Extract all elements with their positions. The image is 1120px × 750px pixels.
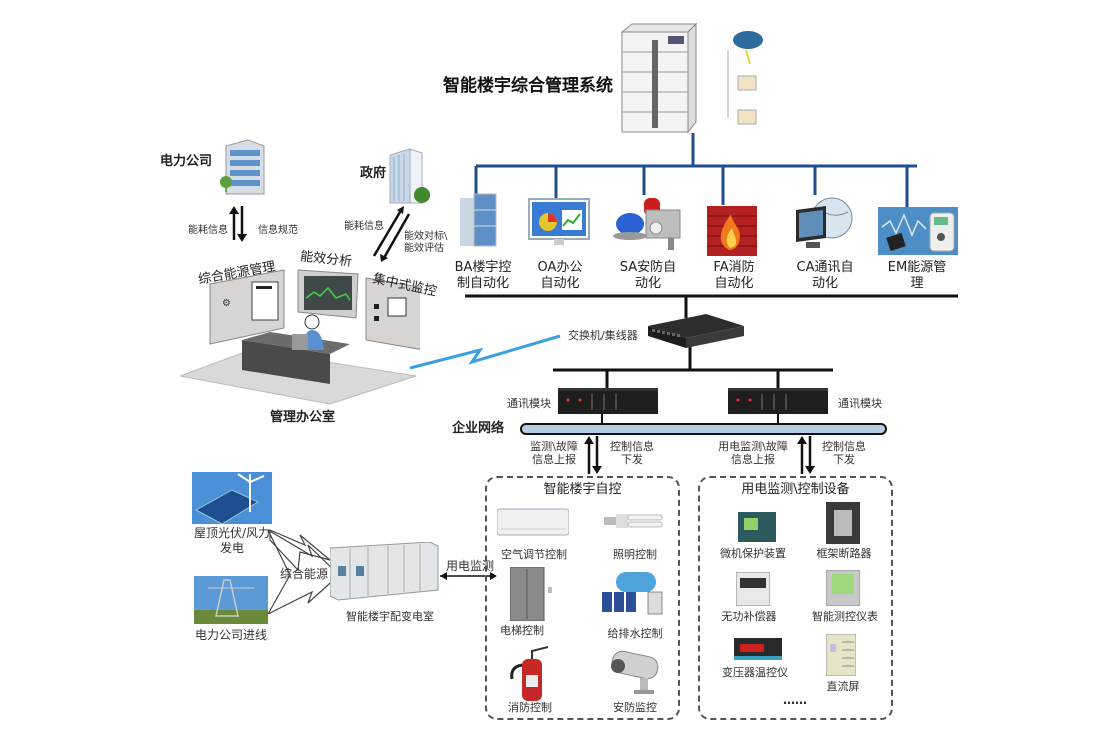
power-down-label: 信息规范 (258, 225, 298, 236)
power-up-label: 能耗信息 (188, 225, 228, 236)
subsystem-ca-label: CA通讯自动化 (796, 260, 854, 291)
comm-module-right-icon (728, 386, 828, 414)
government-building-icon (384, 145, 432, 205)
grid-arrow-edge (267, 575, 339, 615)
power-item-label: 智能测控仪表 (812, 610, 878, 623)
air-conditioner-icon (497, 507, 569, 537)
building-wireframe-icon (618, 22, 698, 134)
system-title: 智能楼宇综合管理系统 (443, 76, 613, 96)
combined-energy-label: 综合能源 (280, 567, 329, 581)
comm-module-left-icon (558, 386, 658, 414)
cctv-camera-icon (606, 650, 664, 696)
power-item-label: 框架断路器 (816, 547, 872, 560)
enterprise-network-bar (520, 423, 887, 435)
power-company-building-icon (218, 138, 268, 196)
management-office-illustration: ⚙ (180, 258, 420, 408)
auto-control-box (485, 476, 680, 720)
sa-security-camera-icon (612, 194, 686, 250)
power-item-label: 微机保护装置 (720, 547, 786, 560)
monitor-link-label: 用电监测 (446, 559, 495, 573)
gov-down-label-line2: 能效评估 (404, 243, 444, 254)
auto-item-label: 消防控制 (508, 701, 552, 714)
em-energy-meter-icon (878, 207, 958, 255)
subsystem-fa-label: FA消防自动化 (713, 260, 755, 291)
auto-item-label: 电梯控制 (500, 624, 544, 637)
wireless-link-lightning (409, 334, 561, 370)
network-switch-icon (646, 312, 746, 350)
auto-item-label: 给排水控制 (607, 627, 663, 640)
substation-switchgear-icon (330, 542, 440, 602)
solar-wind-icon (192, 472, 272, 524)
power-grid-tower-icon (194, 576, 268, 624)
auto-item-label: 照明控制 (613, 548, 657, 561)
auto-item-label: 空气调节控制 (501, 548, 567, 561)
power-item-label: 无功补偿器 (721, 610, 777, 623)
solar-arrow-edge (267, 529, 339, 575)
auto-item-label: 安防监控 (613, 701, 657, 714)
power-monitor-title: 用电监测\控制设备 (741, 482, 850, 497)
office-title: 管理办公室 (270, 410, 336, 425)
right-up-arrowhead (797, 436, 807, 444)
power-item-label: 直流屏 (826, 680, 860, 693)
monitor-link-right-arrowhead (490, 572, 497, 580)
light-bulb-icon (602, 510, 664, 532)
gov-up-arrowhead (397, 206, 404, 214)
right-down-label: 控制信息下发 (822, 440, 866, 466)
power-monitor-box (698, 476, 893, 720)
energy-arrow-inner (267, 529, 291, 615)
solar-wind-label: 屋顶光伏/风力发电 (193, 526, 271, 555)
government-label: 政府 (360, 166, 387, 181)
gov-up-arrow-shaft (372, 211, 402, 257)
left-down-arrowhead (592, 466, 602, 474)
oa-monitor-chart-icon (528, 198, 590, 248)
switch-label: 交换机/集线器 (568, 329, 638, 342)
power-company-label: 电力公司 (160, 154, 213, 169)
left-down-label: 控制信息下发 (610, 440, 654, 466)
svg-text:⚙: ⚙ (222, 298, 231, 309)
subsystem-sa-label: SA安防自动化 (619, 260, 677, 291)
right-up-label: 用电监测\故障信息上报 (718, 440, 788, 466)
gov-down-arrow-shaft (382, 213, 411, 259)
substation-label: 智能楼宇配变电室 (346, 610, 434, 623)
subsystem-em-label: EM能源管理 (887, 260, 947, 291)
fire-extinguisher-icon (506, 645, 554, 703)
cloud-network-icon (726, 28, 766, 132)
subsystem-ba-label: BA楼宇控制自动化 (454, 260, 512, 291)
dc-panel-icon (826, 634, 856, 676)
power-item-label: 变压器温控仪 (722, 666, 788, 679)
grid-in-label: 电力公司进线 (194, 628, 267, 642)
more-items-ellipsis: …… (783, 693, 807, 707)
gov-down-label-line1: 能效对标\ (404, 231, 448, 242)
power-down-arrowhead (237, 234, 247, 242)
enterprise-network-label: 企业网络 (452, 421, 505, 436)
gov-up-label: 能耗信息 (344, 221, 384, 232)
subsystem-oa-label: OA办公自动化 (537, 260, 583, 291)
smart-meter-icon (826, 570, 860, 606)
left-up-label: 监测\故障信息上报 (530, 440, 578, 466)
monitor-link-left-arrowhead (440, 572, 447, 580)
ca-globe-monitor-icon (792, 194, 854, 252)
comm-module-left-label: 通讯模块 (507, 397, 551, 410)
right-down-arrowhead (805, 466, 815, 474)
auto-control-title: 智能楼宇自控 (543, 482, 622, 497)
var-compensator-icon (736, 572, 770, 606)
circuit-breaker-icon (826, 502, 860, 544)
protection-device-icon (738, 510, 776, 542)
left-up-arrowhead (584, 436, 594, 444)
water-pump-icon (600, 568, 664, 618)
elevator-icon (510, 567, 554, 621)
temperature-controller-icon (734, 636, 782, 660)
ba-building-icon (458, 190, 498, 248)
gov-down-arrowhead (380, 254, 388, 262)
comm-module-right-label: 通讯模块 (838, 397, 882, 410)
fa-fire-wall-icon (707, 206, 757, 256)
power-up-arrowhead (229, 206, 239, 214)
